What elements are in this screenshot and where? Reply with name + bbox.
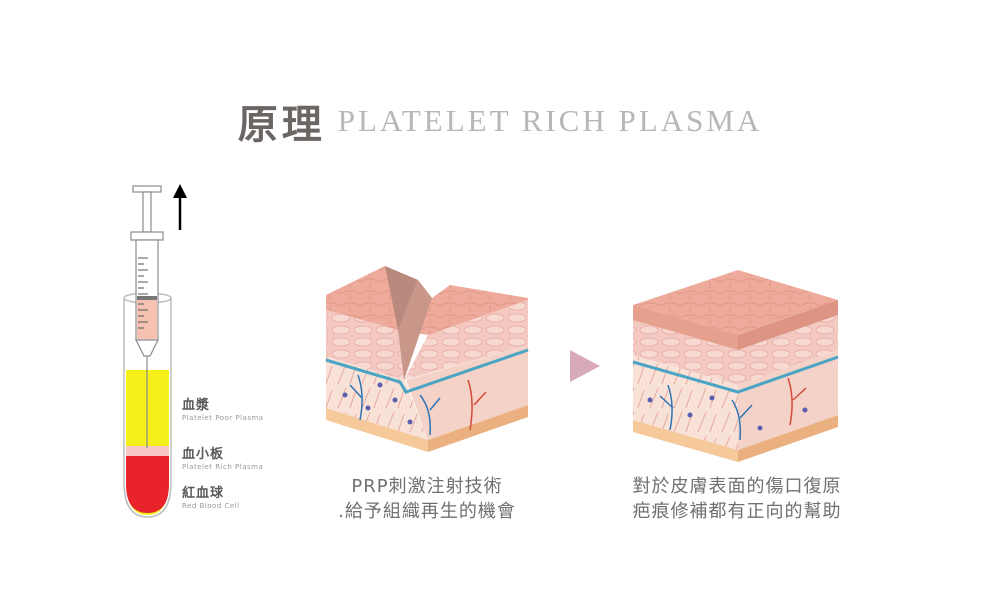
caption-wound-line1: PRP刺激注射技術 bbox=[351, 476, 503, 497]
skin-wound-illustration bbox=[325, 266, 529, 452]
caption-wound-line2: .給予組織再生的機會 bbox=[338, 501, 516, 522]
caption-healed-line1: 對於皮膚表面的傷口復原 bbox=[632, 476, 842, 497]
legend-plasma-en: Platelet Poor Plasma bbox=[182, 414, 264, 422]
legend-platelet-cn: 血小板 bbox=[182, 447, 225, 462]
play-arrow-icon bbox=[570, 350, 600, 382]
legend-rbc-cn: 紅血球 bbox=[182, 486, 225, 501]
legend-rbc: 紅血球 Red Blood Cell bbox=[182, 482, 240, 510]
caption-healed-line2: 疤痕修補都有正向的幫助 bbox=[632, 501, 842, 522]
legend-plasma: 血漿 Platelet Poor Plasma bbox=[182, 394, 264, 422]
legend-plasma-cn: 血漿 bbox=[182, 398, 211, 413]
caption-wound: PRP刺激注射技術 .給予組織再生的機會 bbox=[307, 474, 547, 524]
arrow-up-icon bbox=[173, 184, 187, 230]
title-chinese: 原理 bbox=[237, 101, 326, 148]
legend-platelet: 血小板 Platelet Rich Plasma bbox=[182, 443, 263, 471]
skin-healed-illustration bbox=[632, 270, 839, 462]
title-english: PLATELET RICH PLASMA bbox=[337, 103, 763, 138]
page-title: 原理 PLATELET RICH PLASMA bbox=[0, 92, 1000, 150]
legend-platelet-en: Platelet Rich Plasma bbox=[182, 463, 264, 471]
caption-healed: 對於皮膚表面的傷口復原 疤痕修補都有正向的幫助 bbox=[617, 474, 857, 524]
legend-rbc-en: Red Blood Cell bbox=[182, 502, 240, 510]
test-tube-syringe bbox=[123, 184, 187, 518]
